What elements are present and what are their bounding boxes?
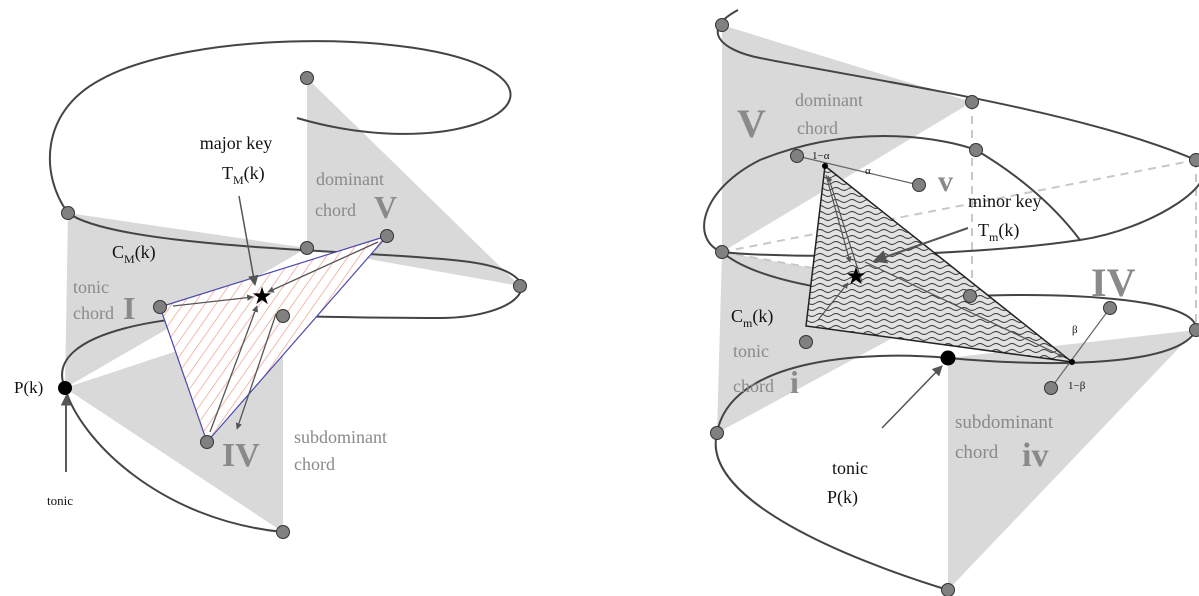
tonic-chord-roman: i: [790, 364, 799, 400]
beta-segment: [1050, 307, 1111, 389]
dominant-chord-label: dominant: [795, 90, 863, 110]
key-pointer-arrow: [238, 195, 259, 287]
major-key-label: major key: [200, 133, 272, 153]
tonic-chord-label: tonic: [733, 341, 769, 361]
arrow-to-key: [235, 313, 277, 430]
pitch-node: [963, 289, 977, 303]
subdominant-chord-center: [200, 435, 214, 449]
pitch-node: [513, 279, 527, 293]
tonic-chord-label: chord: [73, 303, 114, 323]
pitch-node: [1189, 153, 1199, 167]
subdominant-roman-numeral: IV: [222, 437, 260, 474]
dominant-roman-numeral: V: [374, 189, 397, 225]
major-subdominant-roman: IV: [1091, 260, 1136, 305]
minor-dominant-roman: v: [938, 165, 953, 198]
pitch-node: [941, 583, 955, 596]
tonic-chord-center: [799, 335, 813, 349]
major-subdominant-center: [1103, 301, 1117, 315]
tonic-label: tonic: [832, 458, 868, 478]
tonic-chord-center: [153, 300, 167, 314]
minor-subdominant-center: [1044, 381, 1058, 395]
spiral-curve: [48, 40, 523, 533]
arrow-to-key: [864, 261, 1065, 358]
guide-line: [721, 159, 1197, 253]
pitch-node: [715, 18, 729, 32]
pk-label: P(k): [14, 378, 43, 397]
major-key-triangle: [159, 234, 389, 444]
ck-label: CM(k): [112, 242, 156, 266]
tonic-chord-label: chord: [733, 376, 774, 396]
minor-key-triangle: [805, 164, 1075, 364]
major-key-panel: ★ major key TM(k) dominant chord V CM(k)…: [14, 40, 527, 539]
minor-key-star: ★: [845, 264, 867, 290]
minor-key-symbol: Tm(k): [978, 220, 1019, 244]
major-dominant-center: [790, 149, 804, 163]
one-minus-alpha-label: 1−α: [812, 150, 830, 162]
alpha-label: α: [865, 165, 871, 177]
minor-dominant-center: [912, 178, 926, 192]
arrow-to-key: [267, 241, 379, 293]
beta-label: β: [1072, 324, 1078, 336]
subdominant-roman-numeral: iv: [1022, 437, 1048, 474]
pk-label: P(k): [827, 487, 858, 508]
tonic-pitch-node: [58, 381, 72, 395]
arrow-to-key: [826, 175, 863, 283]
subdominant-label: subdominant: [294, 427, 387, 447]
arrow-to-key: [209, 305, 259, 433]
alpha-segment: [796, 155, 920, 186]
pitch-node: [61, 206, 75, 220]
subdominant-chord-triangle: [948, 330, 1196, 590]
minor-key-panel: ★ V dominant chord 1−α α v minor key Tm(…: [703, 9, 1199, 596]
subdominant-blend-point: [1069, 359, 1075, 365]
dominant-chord-triangle: [307, 78, 520, 286]
pitch-node: [276, 309, 290, 323]
dominant-chord-label: chord: [797, 118, 838, 138]
tonic-chord-label: tonic: [73, 277, 109, 297]
key-pointer-arrow: [872, 227, 969, 264]
dominant-roman-numeral: V: [737, 101, 766, 146]
one-minus-beta-label: 1−β: [1068, 380, 1086, 392]
ck-label: Cm(k): [731, 306, 773, 330]
pitch-node: [300, 241, 314, 255]
dominant-chord-center: [380, 229, 394, 243]
arrow-to-key: [825, 174, 852, 263]
tonic-roman-numeral: I: [123, 290, 135, 326]
arrow-to-key: [172, 294, 254, 307]
pitch-node: [300, 71, 314, 85]
dominant-chord-label: dominant: [316, 169, 384, 189]
pitch-node: [276, 525, 290, 539]
dominant-chord-label: chord: [315, 200, 356, 220]
pitch-node: [710, 426, 724, 440]
subdominant-label: chord: [294, 454, 335, 474]
tonic-pointer-arrow: [881, 365, 943, 429]
arrow-to-key: [817, 282, 849, 321]
subdominant-label: subdominant: [955, 412, 1054, 433]
pitch-node: [965, 95, 979, 109]
subdominant-label: chord: [955, 442, 999, 463]
pitch-node: [969, 143, 983, 157]
tonic-pitch-node: [940, 350, 956, 366]
spiral-curve: [703, 9, 1199, 257]
tonic-label: tonic: [47, 493, 73, 508]
minor-key-label: minor key: [968, 191, 1042, 211]
pitch-node: [715, 245, 729, 259]
dominant-blend-point: [822, 163, 828, 169]
major-key-symbol: TM(k): [222, 163, 265, 187]
pitch-node: [1189, 323, 1199, 337]
major-key-star: ★: [251, 284, 273, 310]
